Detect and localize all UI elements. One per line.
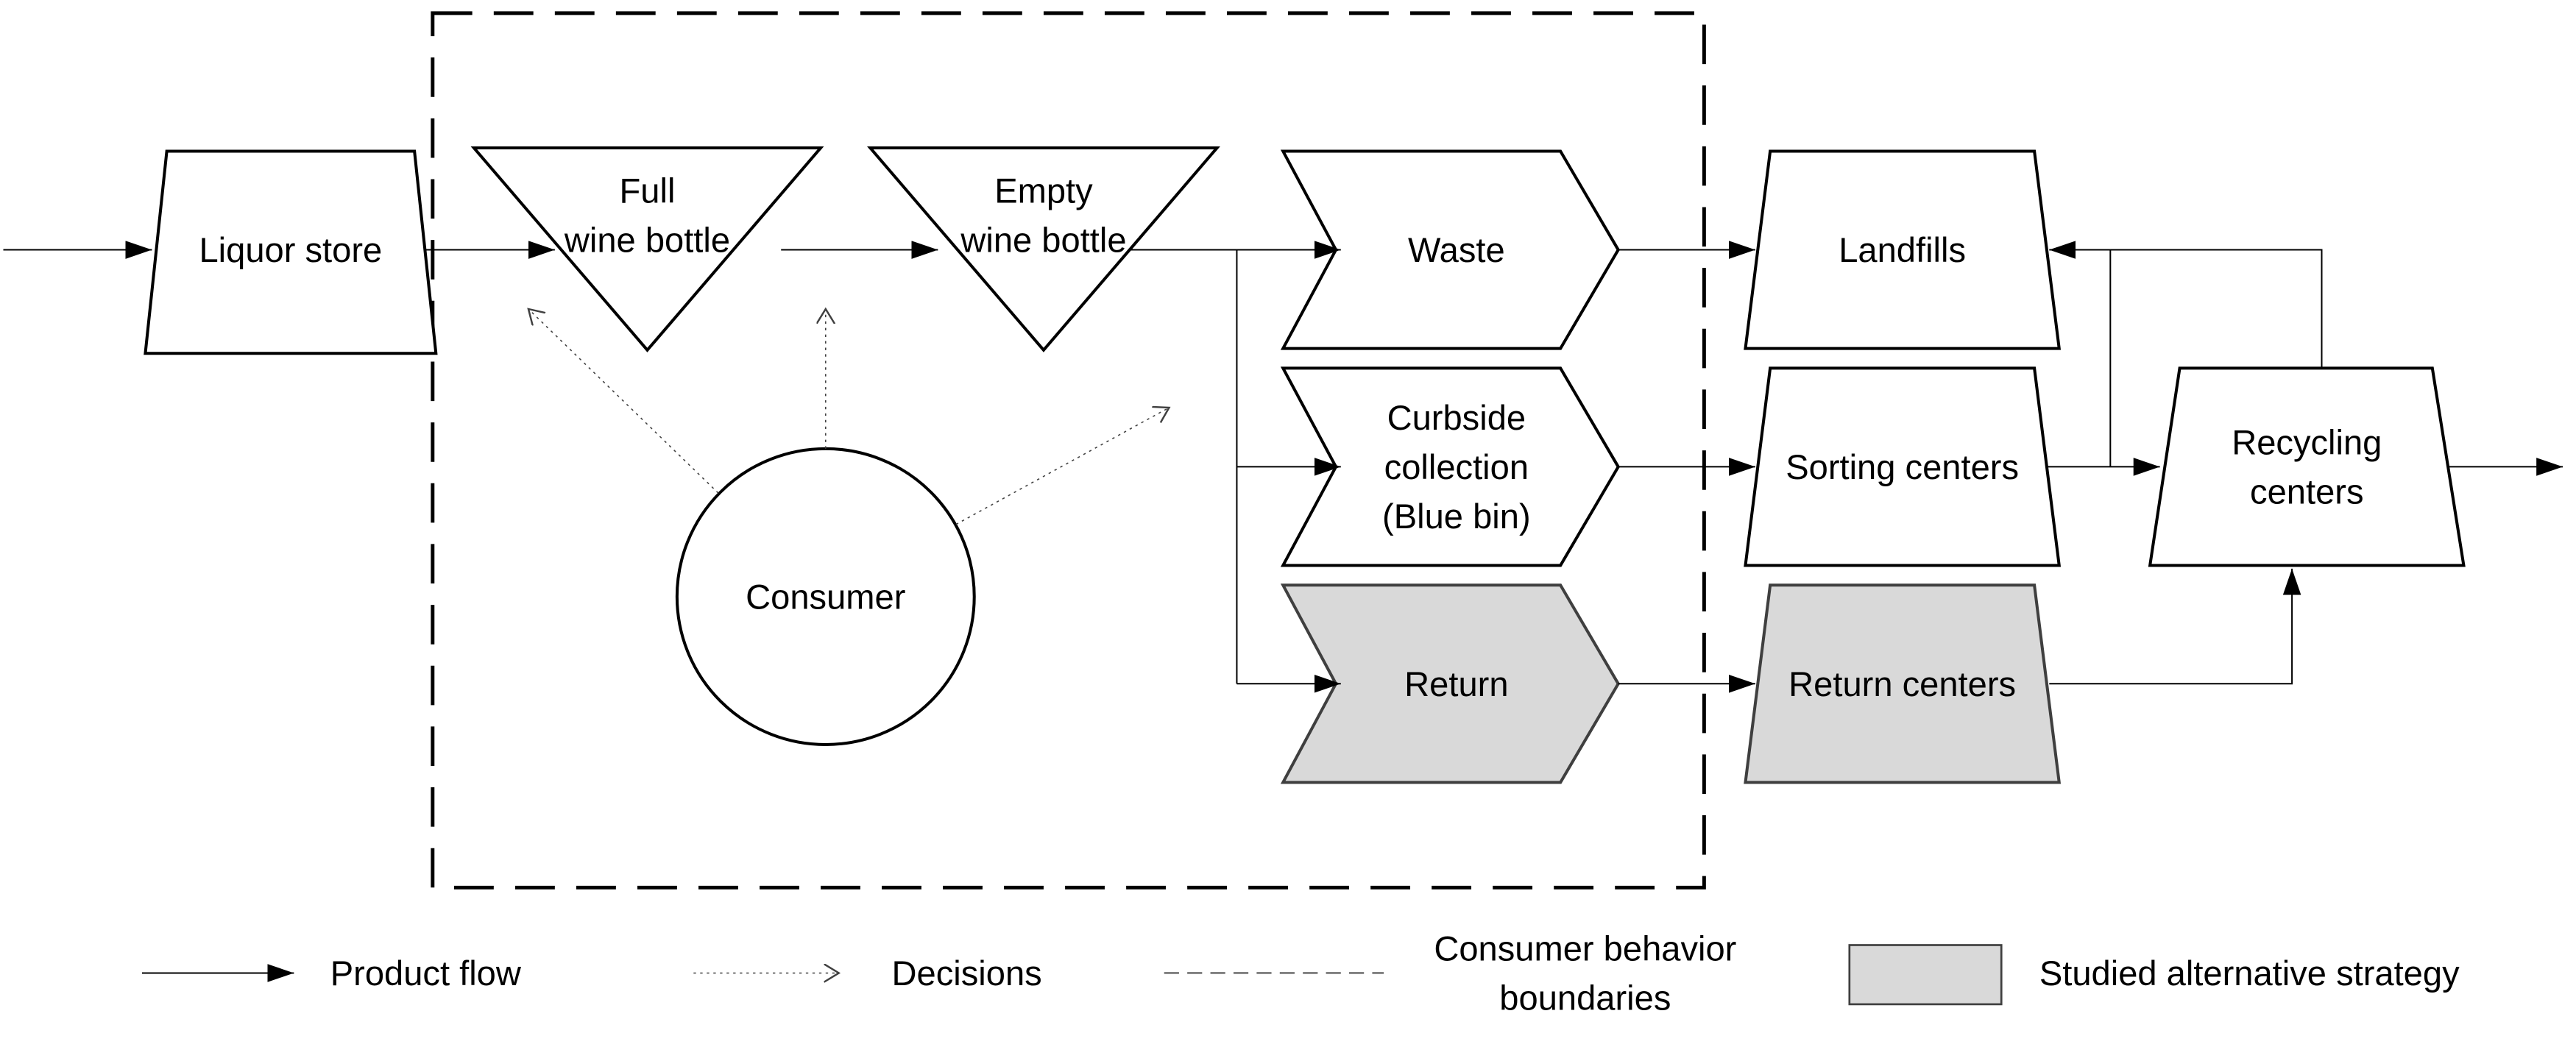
sorting-centers-label: Sorting centers <box>1786 447 2019 486</box>
legend-alt-strategy-label: Studied alternative strategy <box>2039 954 2460 993</box>
full-wine-bottle-shape <box>470 146 824 352</box>
legend-boundary-label-line2: boundaries <box>1499 979 1671 1018</box>
recycling-centers-label-line1: Recycling <box>2232 422 2382 461</box>
return-label: Return <box>1404 664 1508 703</box>
empty-bottle-label-line1: Empty <box>994 171 1093 210</box>
legend: Product flow Decisions Consumer behavior… <box>141 929 2460 1018</box>
consumer-boundary-box <box>431 11 1706 890</box>
empty-bottle-label-line2: wine bottle <box>960 221 1126 260</box>
liquor-store-shape <box>144 149 438 355</box>
consumer-label: Consumer <box>746 577 905 616</box>
liquor-store-label: Liquor store <box>199 230 383 269</box>
flow-arrow-return-centers-to-recycling <box>2049 568 2301 685</box>
legend-boundary-label-line1: Consumer behavior <box>1434 929 1736 968</box>
empty-wine-bottle-shape <box>866 146 1220 352</box>
curbside-label-line1: Curbside <box>1387 398 1526 437</box>
recycling-centers-shape <box>2148 366 2466 567</box>
legend-alt-strategy-swatch <box>1848 944 2003 1006</box>
recycling-centers-label-line2: centers <box>2250 472 2363 511</box>
waste-label: Waste <box>1408 230 1505 269</box>
legend-decisions-label: Decisions <box>892 954 1042 993</box>
landfills-label: Landfills <box>1839 230 1966 269</box>
decision-arrow-right <box>955 408 1169 525</box>
flow-arrow-recycling-to-landfills <box>2049 241 2323 369</box>
full-bottle-label-line2: wine bottle <box>564 221 730 260</box>
full-bottle-label-line1: Full <box>620 171 676 210</box>
landfills-shape <box>1744 149 2062 350</box>
curbside-label-line3: (Blue bin) <box>1382 497 1531 536</box>
legend-product-flow-label: Product flow <box>330 954 522 993</box>
sorting-centers-shape <box>1744 366 2062 567</box>
return-centers-label: Return centers <box>1788 664 2016 703</box>
curbside-label-line2: collection <box>1384 447 1529 486</box>
decision-arrow-left <box>528 309 719 494</box>
return-centers-shape <box>1744 583 2062 784</box>
